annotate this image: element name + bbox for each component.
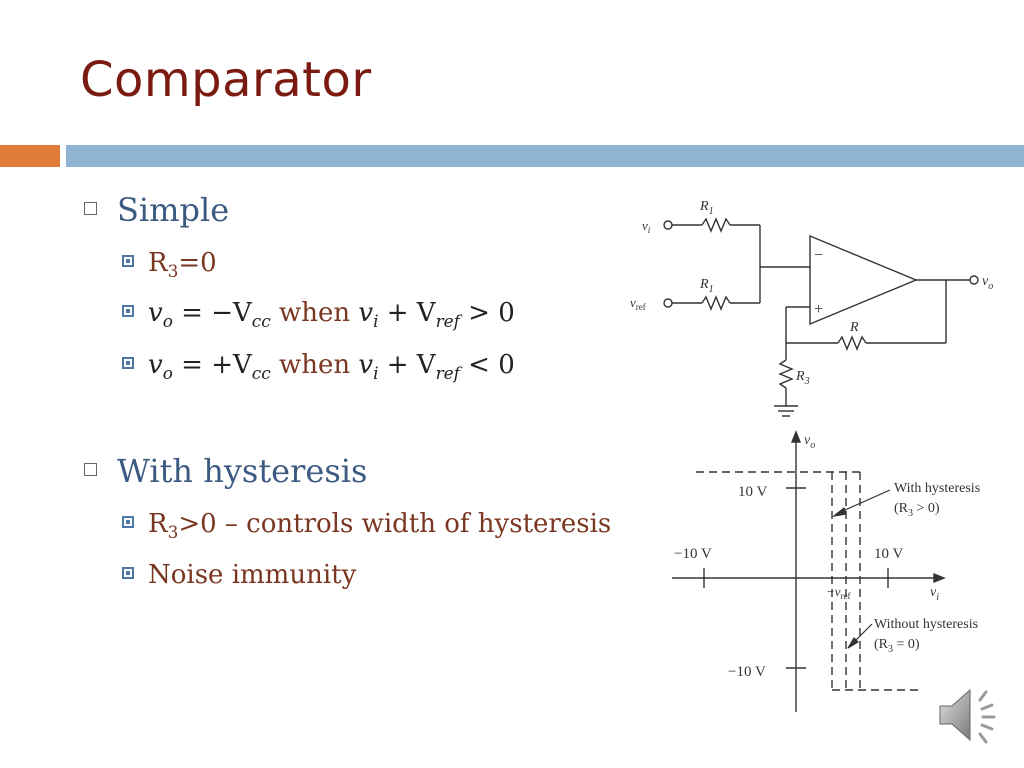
svg-text:−vref: −vref xyxy=(826,584,851,601)
accent-bar-blue xyxy=(66,145,1024,167)
bullet-simple-label: Simple xyxy=(117,191,230,229)
svg-text:vo: vo xyxy=(982,274,993,292)
svg-text:With hysteresis: With hysteresis xyxy=(894,481,980,496)
eq-neg-math: vo = −Vcc xyxy=(148,298,271,332)
r3-sub: 3 xyxy=(167,261,179,282)
svg-text:Without hysteresis: Without hysteresis xyxy=(874,617,978,632)
item-r3-zero: R3=0 xyxy=(122,248,217,281)
hysteresis-transfer-graph: 10 V −10 V −10 V 10 V vo vi −vref With h… xyxy=(672,430,980,712)
item-eq-pos: vo = +Vcc when vi + Vref < 0 xyxy=(122,350,515,383)
hollow-square-bullet-icon xyxy=(84,463,97,476)
svg-text:(R3 > 0): (R3 > 0) xyxy=(894,501,940,519)
square-bullet-icon xyxy=(122,516,134,528)
square-bullet-icon xyxy=(122,357,134,369)
item-r3-positive: R3>0 – controls width of hysteresis xyxy=(122,509,611,542)
square-bullet-icon xyxy=(122,305,134,317)
svg-text:−10 V: −10 V xyxy=(674,546,712,562)
item-noise: Noise immunity xyxy=(122,560,356,590)
r3-sub: 3 xyxy=(167,522,179,543)
plus-sign: + xyxy=(814,301,823,318)
bullet-simple: Simple xyxy=(84,191,229,229)
svg-text:R1: R1 xyxy=(699,199,714,217)
r3-rest: =0 xyxy=(178,248,217,278)
item-eq-neg: vo = −Vcc when vi + Vref > 0 xyxy=(122,298,515,331)
hollow-square-bullet-icon xyxy=(84,202,97,215)
svg-text:R: R xyxy=(849,320,859,335)
bullet-hysteresis: With hysteresis xyxy=(84,452,367,490)
square-bullet-icon xyxy=(122,255,134,267)
noise-label: Noise immunity xyxy=(148,560,357,590)
svg-text:(R3 = 0): (R3 = 0) xyxy=(874,637,920,655)
svg-text:R3: R3 xyxy=(795,369,810,387)
when-word: when xyxy=(278,298,351,328)
r3-rest: >0 – controls width of hysteresis xyxy=(178,509,612,539)
eq-pos-math: vo = +Vcc xyxy=(148,350,271,384)
minus-sign: − xyxy=(814,247,823,264)
svg-text:10 V: 10 V xyxy=(874,546,903,562)
slide-title: Comparator xyxy=(80,52,372,108)
accent-bar-orange xyxy=(0,145,60,167)
comparator-circuit-diagram: − + R1 R1 vi vref vo R R3 xyxy=(630,199,993,417)
r3-label: R xyxy=(148,509,168,539)
when-word: when xyxy=(278,350,351,380)
svg-text:R1: R1 xyxy=(699,277,714,295)
eq-pos-cond: vi + Vref < 0 xyxy=(358,350,515,384)
svg-text:vi: vi xyxy=(930,585,939,603)
r3-label: R xyxy=(148,248,168,278)
svg-text:−10 V: −10 V xyxy=(728,664,766,680)
eq-neg-cond: vi + Vref > 0 xyxy=(358,298,515,332)
speaker-icon[interactable] xyxy=(936,682,1006,747)
svg-text:vo: vo xyxy=(804,433,815,451)
bullet-hysteresis-label: With hysteresis xyxy=(117,452,368,490)
svg-text:10 V: 10 V xyxy=(738,484,767,500)
svg-text:vi: vi xyxy=(642,218,651,235)
svg-text:vref: vref xyxy=(630,295,646,312)
square-bullet-icon xyxy=(122,567,134,579)
